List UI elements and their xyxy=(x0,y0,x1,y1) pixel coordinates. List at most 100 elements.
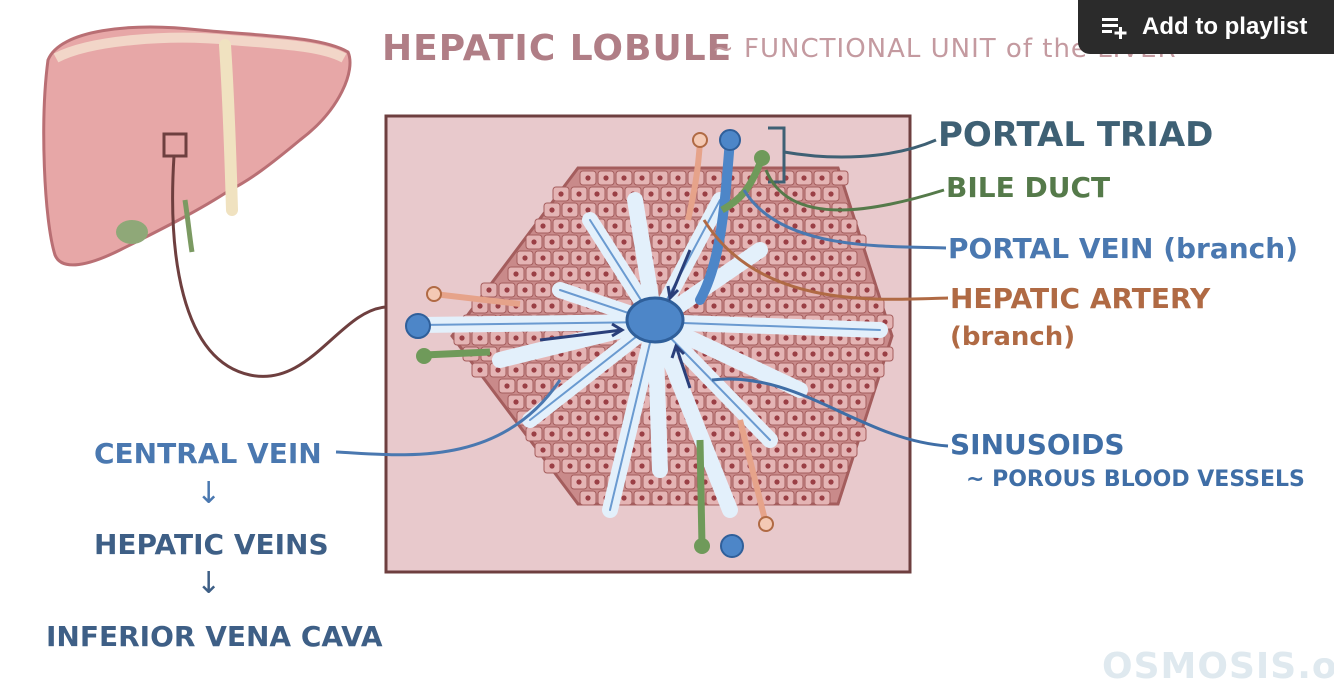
hepatocyte-nucleus xyxy=(846,223,852,229)
hepatocyte-nucleus xyxy=(585,431,591,437)
hepatocyte-nucleus xyxy=(540,287,546,293)
hepatocyte-nucleus xyxy=(675,431,681,437)
hepatocyte-nucleus xyxy=(729,303,735,309)
hepatocyte-nucleus xyxy=(810,191,816,197)
hepatocyte-nucleus xyxy=(585,495,591,501)
hepatocyte-nucleus xyxy=(531,335,537,341)
hepatocyte-nucleus xyxy=(846,287,852,293)
hepatocyte-nucleus xyxy=(882,351,888,357)
hepatocyte-nucleus xyxy=(540,223,546,229)
hepatocyte-nucleus xyxy=(477,335,483,341)
hepatocyte-nucleus xyxy=(747,335,753,341)
hepatocyte-nucleus xyxy=(558,415,564,421)
hepatocyte-nucleus xyxy=(612,223,618,229)
hepatocyte-nucleus xyxy=(684,191,690,197)
hepatocyte-nucleus xyxy=(819,303,825,309)
add-to-playlist-button[interactable]: Add to playlist xyxy=(1078,0,1334,54)
label-hepatic-artery: HEPATIC ARTERY xyxy=(950,282,1211,315)
hepatocyte-nucleus xyxy=(639,175,645,181)
hepatocyte-nucleus xyxy=(756,191,762,197)
hepatocyte-nucleus xyxy=(774,351,780,357)
hepatocyte-nucleus xyxy=(855,303,861,309)
hepatocyte-nucleus xyxy=(747,207,753,213)
hepatocyte-nucleus xyxy=(810,415,816,421)
hepatocyte-nucleus xyxy=(639,431,645,437)
hepatocyte-nucleus xyxy=(585,175,591,181)
hepatocyte-nucleus xyxy=(567,239,573,245)
hepatocyte-nucleus xyxy=(801,335,807,341)
hepatocyte-nucleus xyxy=(774,287,780,293)
hepatocyte-nucleus xyxy=(621,367,627,373)
hepatocyte-nucleus xyxy=(693,207,699,213)
hepatocyte-nucleus xyxy=(765,239,771,245)
label-sinusoids-description: ~ POROUS BLOOD VESSELS xyxy=(966,467,1305,492)
hepatocyte-nucleus xyxy=(504,383,510,389)
hepatocyte-nucleus xyxy=(738,447,744,453)
hepatocyte-nucleus xyxy=(513,335,519,341)
hepatocyte-nucleus xyxy=(585,399,591,405)
hepatocyte-nucleus xyxy=(630,255,636,261)
hepatocyte-nucleus xyxy=(540,255,546,261)
hepatocyte-nucleus xyxy=(729,431,735,437)
hepatocyte-nucleus xyxy=(522,287,528,293)
hepatocyte-nucleus xyxy=(774,255,780,261)
hepatocyte-nucleus xyxy=(666,479,672,485)
hepatocyte-nucleus xyxy=(783,239,789,245)
hepatocyte-nucleus xyxy=(783,431,789,437)
osmosis-watermark-logo: OSMOSIS.org xyxy=(1102,646,1334,687)
hepatocyte-nucleus xyxy=(729,367,735,373)
down-arrow-icon: ↓ xyxy=(196,566,222,601)
hepatocyte-nucleus xyxy=(558,255,564,261)
hepatocyte-nucleus xyxy=(594,447,600,453)
hepatocyte-nucleus xyxy=(693,495,699,501)
hepatocyte-nucleus xyxy=(765,303,771,309)
hepatocyte-nucleus xyxy=(837,463,843,469)
hepatocyte-nucleus xyxy=(531,239,537,245)
hepatocyte-nucleus xyxy=(504,287,510,293)
hepatocyte-nucleus xyxy=(846,447,852,453)
hepatocyte-nucleus xyxy=(747,431,753,437)
hepatocyte-nucleus xyxy=(837,271,843,277)
hepatocyte-nucleus xyxy=(549,431,555,437)
hepatocyte-nucleus xyxy=(684,447,690,453)
hepatocyte-nucleus xyxy=(639,463,645,469)
label-hepatic-veins: HEPATIC VEINS xyxy=(94,528,329,561)
hepatocyte-nucleus xyxy=(819,175,825,181)
hepatocyte-nucleus xyxy=(756,287,762,293)
hepatocyte-nucleus xyxy=(828,479,834,485)
hepatocyte-nucleus xyxy=(711,431,717,437)
hepatocyte-nucleus xyxy=(729,463,735,469)
hepatocyte-nucleus xyxy=(810,351,816,357)
hepatocyte-nucleus xyxy=(657,175,663,181)
hepatocyte-nucleus xyxy=(666,447,672,453)
hepatocyte-nucleus xyxy=(576,191,582,197)
hepatocyte-nucleus xyxy=(675,463,681,469)
hepatocyte-nucleus xyxy=(585,271,591,277)
hepatocyte-nucleus xyxy=(783,463,789,469)
hepatocyte-nucleus xyxy=(612,287,618,293)
hepatocyte-nucleus xyxy=(774,191,780,197)
central-vein xyxy=(625,296,685,344)
hepatocyte-nucleus xyxy=(729,335,735,341)
hepatocyte-nucleus xyxy=(837,431,843,437)
hepatocyte-nucleus xyxy=(738,383,744,389)
hepatocyte-nucleus xyxy=(621,495,627,501)
hepatocyte-nucleus xyxy=(720,255,726,261)
hepatocyte-nucleus xyxy=(774,447,780,453)
hepatocyte-nucleus xyxy=(801,399,807,405)
hepatocyte-nucleus xyxy=(531,399,537,405)
hepatocyte-nucleus xyxy=(837,335,843,341)
playlist-add-icon xyxy=(1102,18,1127,39)
hepatocyte-nucleus xyxy=(603,399,609,405)
hepatocyte-nucleus xyxy=(819,367,825,373)
hepatocyte-nucleus xyxy=(459,335,465,341)
hepatocyte-nucleus xyxy=(729,239,735,245)
hepatocyte-nucleus xyxy=(864,287,870,293)
hepatocyte-nucleus xyxy=(711,335,717,341)
hepatocyte-nucleus xyxy=(819,431,825,437)
hepatocyte-nucleus xyxy=(792,255,798,261)
hepatocyte-nucleus xyxy=(810,223,816,229)
hepatocyte-nucleus xyxy=(801,463,807,469)
hepatocyte-nucleus xyxy=(594,415,600,421)
hepatocyte-nucleus xyxy=(621,207,627,213)
